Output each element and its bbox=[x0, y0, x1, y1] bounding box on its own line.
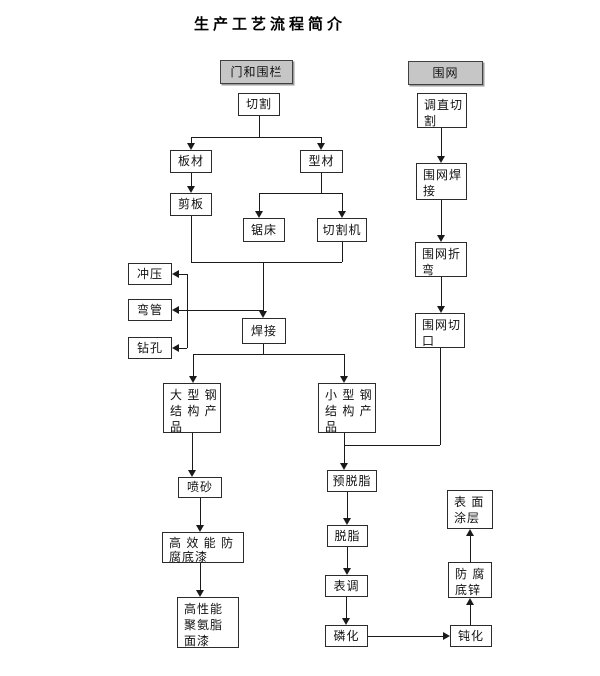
connector-line bbox=[200, 563, 201, 590]
arrow-up-icon bbox=[466, 529, 474, 536]
node-cutting: 切割 bbox=[238, 93, 280, 116]
arrow-down-icon bbox=[437, 235, 445, 242]
connector-line bbox=[344, 433, 345, 463]
connector-line bbox=[192, 433, 193, 470]
node-shearing: 剪板 bbox=[170, 193, 212, 216]
node-topcoat: 高性能 聚氨脂 面漆 bbox=[177, 597, 239, 648]
arrow-down-icon bbox=[437, 306, 445, 313]
connector-line bbox=[179, 310, 263, 311]
connector-line bbox=[179, 348, 187, 349]
arrow-right-icon bbox=[443, 632, 450, 640]
arrow-down-icon bbox=[343, 568, 351, 575]
connector-line bbox=[321, 173, 322, 193]
page-title: 生产工艺流程简介 bbox=[193, 16, 346, 33]
node-stamping: 冲压 bbox=[128, 263, 172, 285]
connector-line bbox=[321, 137, 322, 144]
node-pipe-bending: 弯管 bbox=[128, 299, 172, 321]
connector-line bbox=[347, 547, 348, 568]
connector-line bbox=[191, 137, 192, 144]
connector-line bbox=[344, 354, 345, 376]
arrow-down-icon bbox=[342, 618, 350, 625]
node-surface-coating: 表 面 涂层 bbox=[447, 490, 493, 529]
arrow-down-icon bbox=[188, 470, 196, 477]
connector-line bbox=[347, 492, 348, 518]
connector-line bbox=[342, 242, 343, 262]
connector-line bbox=[187, 274, 188, 348]
arrow-left-icon bbox=[172, 270, 179, 278]
connector-line bbox=[441, 277, 442, 307]
arrow-down-icon bbox=[255, 211, 263, 218]
arrow-left-icon bbox=[172, 344, 179, 352]
connector-line bbox=[191, 137, 321, 138]
connector-line bbox=[193, 354, 344, 355]
connector-line bbox=[193, 354, 194, 376]
connector-line bbox=[179, 274, 187, 275]
connector-line bbox=[259, 116, 260, 137]
connector-line bbox=[368, 636, 443, 637]
node-net-notching: 围网切 口 bbox=[415, 313, 465, 348]
arrow-down-icon bbox=[317, 143, 325, 150]
connector-line bbox=[346, 597, 347, 618]
connector-line bbox=[191, 216, 192, 262]
connector-line bbox=[441, 200, 442, 236]
connector-line bbox=[440, 348, 441, 445]
node-large-steel: 大 型 钢 结 构 产 品 bbox=[163, 383, 221, 434]
node-sandblast: 喷砂 bbox=[178, 477, 222, 498]
arrow-down-icon bbox=[437, 156, 445, 163]
arrow-down-icon bbox=[187, 143, 195, 150]
connector-line bbox=[259, 193, 260, 212]
arrow-down-icon bbox=[187, 186, 195, 193]
arrow-down-icon bbox=[340, 376, 348, 383]
arrow-down-icon bbox=[259, 311, 267, 318]
arrow-down-icon bbox=[196, 525, 204, 532]
node-surface-adjust: 表调 bbox=[325, 575, 368, 597]
connector-line bbox=[441, 128, 442, 157]
connector-line bbox=[191, 262, 342, 263]
connector-line bbox=[470, 604, 471, 625]
connector-line bbox=[200, 498, 201, 525]
node-pre-degrease: 预脱脂 bbox=[327, 470, 377, 492]
node-zinc-primer: 防 腐 底锌 bbox=[448, 562, 492, 598]
arrow-up-icon bbox=[466, 598, 474, 605]
node-gate-fence-header: 门和围栏 bbox=[220, 60, 293, 84]
node-phosphating: 磷化 bbox=[325, 625, 368, 647]
node-net-bending: 围网折 弯 bbox=[415, 242, 467, 277]
arrow-down-icon bbox=[340, 463, 348, 470]
node-net-welding: 围网焊 接 bbox=[416, 163, 467, 200]
arrow-left-icon bbox=[172, 306, 179, 314]
node-welding: 焊接 bbox=[242, 318, 286, 344]
connector-line bbox=[263, 262, 264, 311]
arrow-down-icon bbox=[196, 590, 204, 597]
node-degrease: 脱脂 bbox=[327, 525, 368, 547]
node-cutter: 切割机 bbox=[317, 218, 367, 242]
node-profile: 型材 bbox=[300, 150, 343, 173]
node-passivation: 钝化 bbox=[450, 625, 492, 647]
node-small-steel: 小 型 钢 结 构 产 品 bbox=[318, 383, 376, 434]
connector-line bbox=[470, 535, 471, 562]
node-saw: 锯床 bbox=[243, 218, 285, 242]
arrow-down-icon bbox=[343, 518, 351, 525]
node-plate: 板材 bbox=[170, 150, 212, 173]
connector-line bbox=[259, 193, 342, 194]
connector-line bbox=[344, 445, 440, 446]
node-straighten-cut: 调直切 割 bbox=[417, 93, 467, 128]
node-drilling: 钻孔 bbox=[128, 337, 172, 359]
connector-line bbox=[342, 193, 343, 212]
arrow-down-icon bbox=[189, 376, 197, 383]
arrow-down-icon bbox=[338, 211, 346, 218]
connector-line bbox=[191, 173, 192, 187]
connector-line bbox=[263, 344, 264, 354]
node-primer: 高 效 能 防 腐底漆 bbox=[162, 532, 244, 564]
node-net-header: 围网 bbox=[408, 61, 483, 85]
